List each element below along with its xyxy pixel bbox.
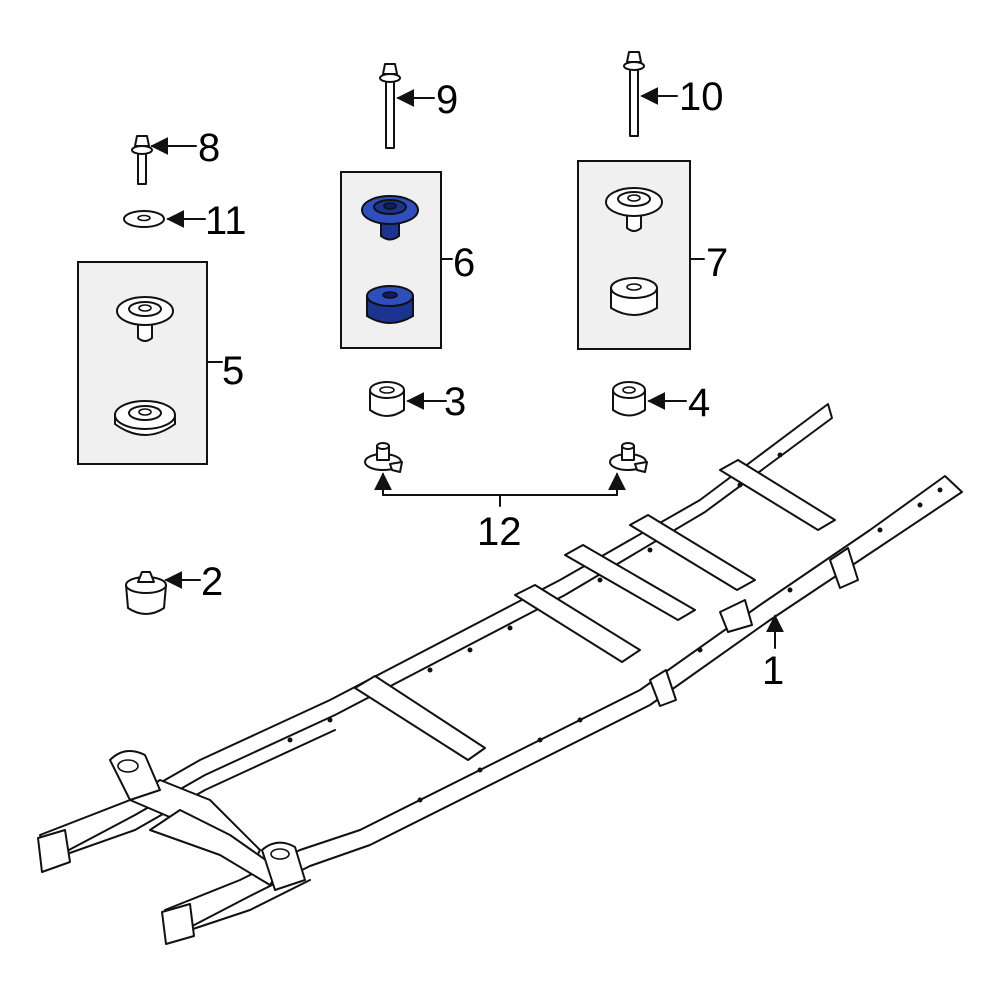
callout-11: 11 [205, 199, 247, 243]
kit-box-part-7[interactable] [577, 160, 691, 350]
frame-assembly[interactable] [37, 403, 963, 945]
nut-part-12-left[interactable] [364, 442, 403, 473]
callout-labels: 1 2 3 4 5 6 7 8 9 10 11 12 [198, 75, 784, 693]
nut-part-12-right[interactable] [609, 442, 648, 473]
callout-9: 9 [436, 78, 458, 122]
kit-box-part-5[interactable] [77, 261, 208, 465]
callout-2: 2 [201, 560, 223, 604]
bolt-part-9[interactable] [379, 63, 401, 149]
washer-part-11[interactable] [123, 210, 165, 228]
bolt-part-10[interactable] [623, 51, 645, 137]
callout-3: 3 [444, 380, 466, 424]
callout-10: 10 [679, 75, 724, 119]
cushion-part-2[interactable] [125, 571, 167, 615]
spacer-part-4[interactable] [612, 381, 646, 417]
callout-4: 4 [688, 381, 710, 425]
callout-5: 5 [222, 349, 244, 393]
callout-7: 7 [706, 241, 728, 285]
kit-box-part-6[interactable] [340, 171, 442, 349]
bolt-part-8[interactable] [131, 135, 153, 185]
spacer-part-3[interactable] [369, 381, 405, 417]
callout-8: 8 [198, 126, 220, 170]
callout-12: 12 [477, 510, 522, 554]
callout-6: 6 [453, 241, 475, 285]
callout-1: 1 [762, 649, 784, 693]
leader-lines [150, 87, 784, 649]
